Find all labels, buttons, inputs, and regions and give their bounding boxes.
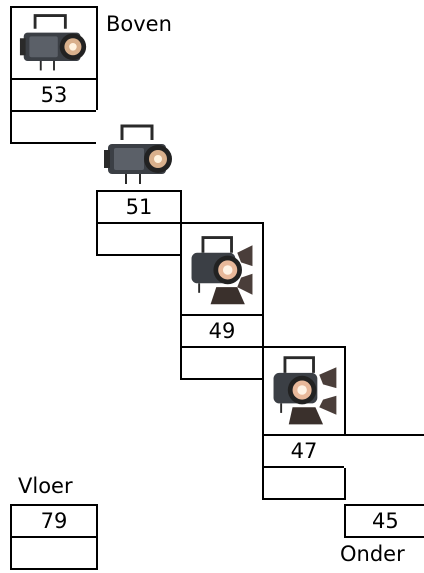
bottom-circuit-number: 45 [344,504,424,538]
fixture-53-number: 53 [10,78,98,112]
fixture-47-number: 47 [262,434,346,468]
fixture-47-image [262,346,346,436]
fresnel-barndoor-icon [273,356,337,425]
floor-circuit-empty-cell [10,536,98,570]
floor-label: Vloer [18,474,73,498]
fresnel-barndoor-icon [191,236,253,305]
floor-circuit-number: 79 [10,504,98,538]
fixture-47-extension [344,434,424,468]
fixture-53-image [10,6,98,80]
fixture-53-empty-cell [10,110,98,144]
profile-spotlight-icon [104,124,172,184]
fixture-49-empty-cell [180,346,264,380]
fixture-51-number: 51 [96,190,182,224]
profile-spotlight-icon [19,14,87,71]
fixture-51-image [96,110,182,192]
top-label: Boven [106,12,172,36]
fixture-49-number: 49 [180,314,264,348]
fixture-47-empty-cell [262,466,346,500]
fixture-49-image [180,222,264,316]
bottom-label: Onder [340,542,405,566]
fixture-51-empty-cell [96,222,182,256]
